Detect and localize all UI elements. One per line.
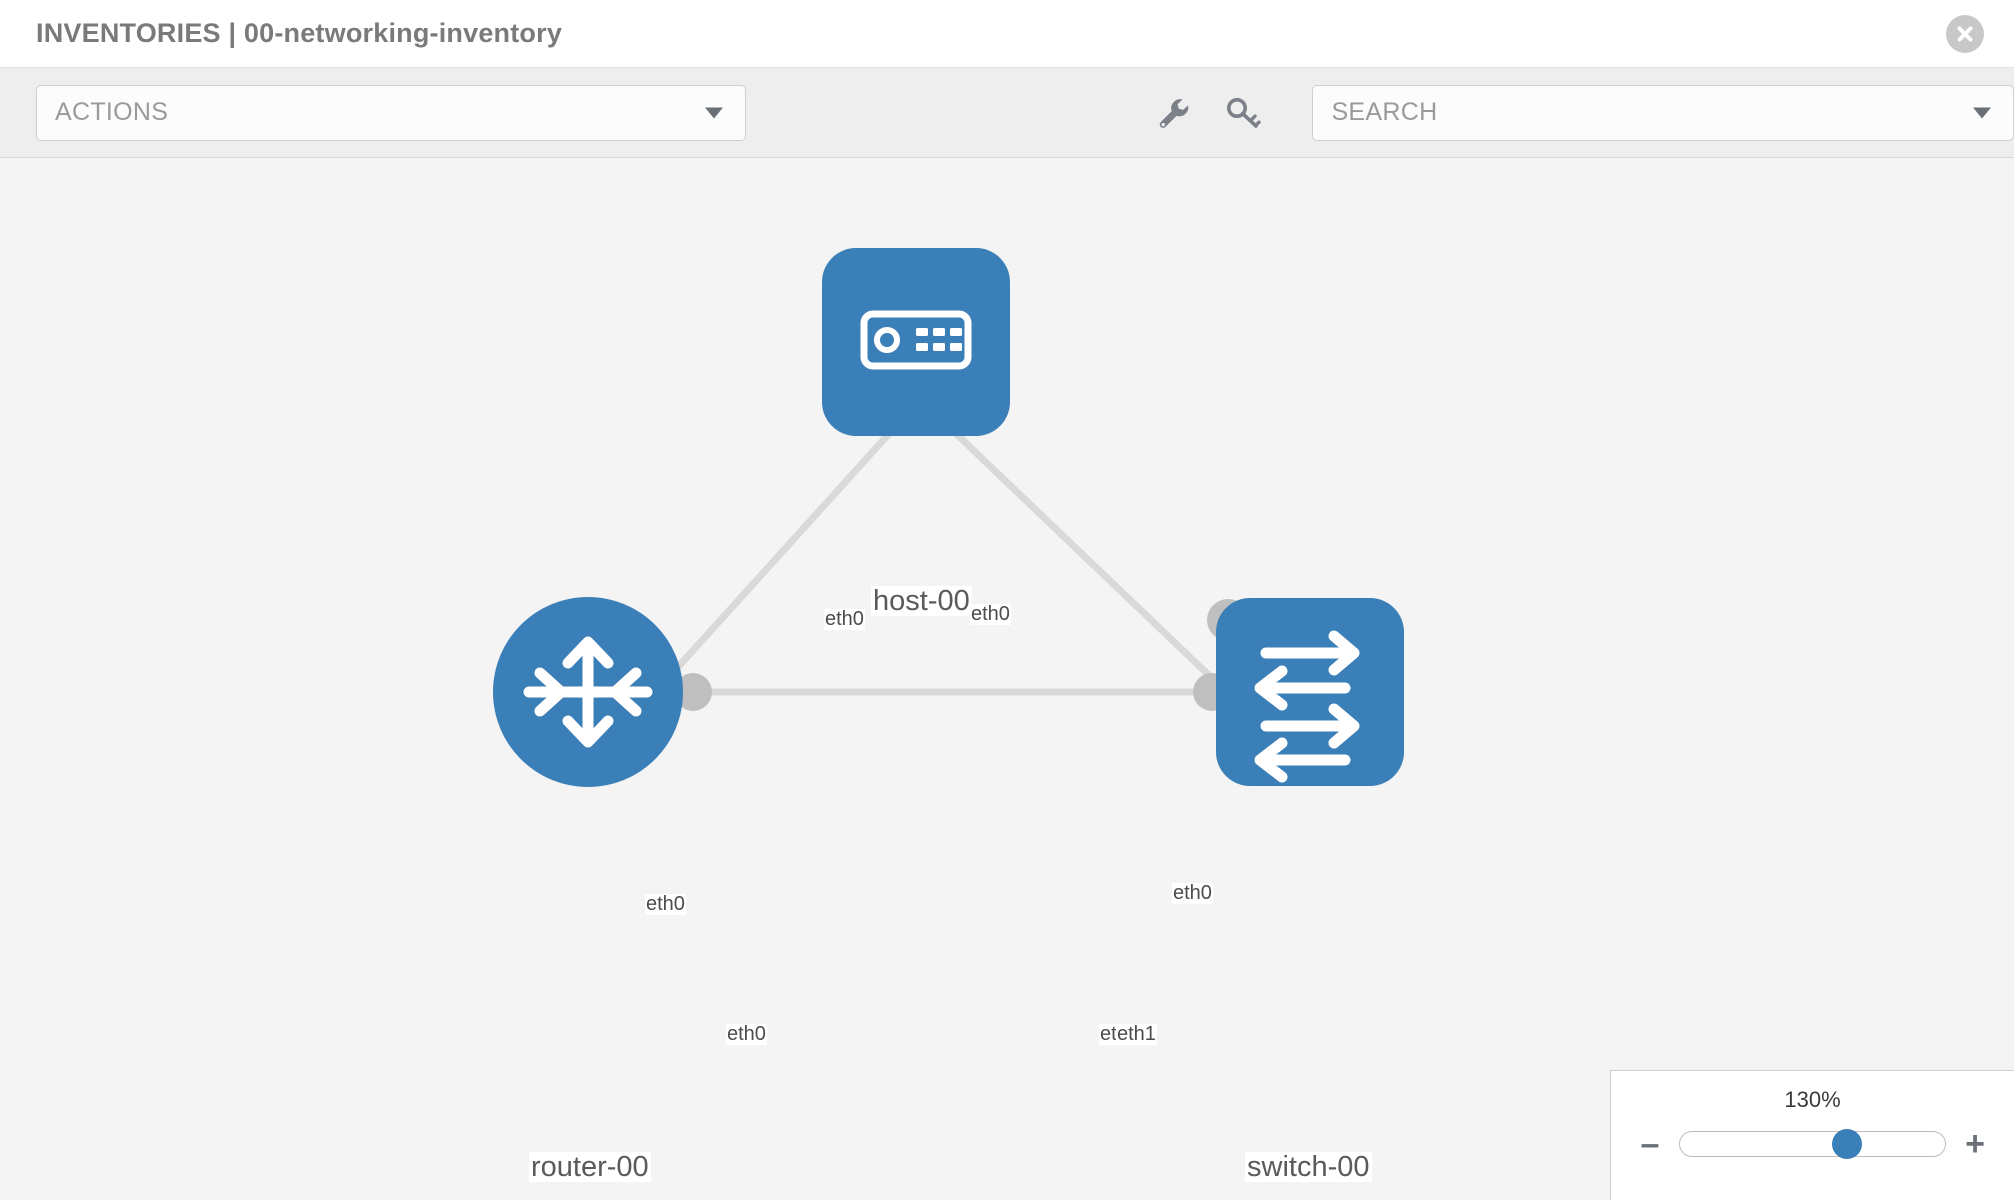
actions-dropdown[interactable]: ACTIONS <box>36 84 747 141</box>
port-label-switch-eth1-left: eth1 <box>1116 1023 1157 1045</box>
toolbar-icon-group <box>1152 92 1264 134</box>
zoom-control: 130% – + <box>1610 1070 2014 1200</box>
node-label-switch-00: switch-00 <box>1245 1151 1372 1183</box>
actions-dropdown-label: ACTIONS <box>55 98 169 126</box>
page-title: INVENTORIES | 00-networking-inventory <box>36 18 563 48</box>
toolbar: ACTIONS SEARCH <box>0 68 2014 158</box>
switch-arrows-icon <box>1254 630 1360 783</box>
topology-canvas[interactable]: host-00 router-00 switch-00 eth0 eth0 et… <box>0 158 2014 1200</box>
topology-graph <box>493 248 1404 787</box>
port-label-host-eth0-left: eth0 <box>824 608 865 630</box>
port-label-router-eth0-right: eth0 <box>726 1023 767 1045</box>
link-host-router <box>647 423 899 701</box>
port-label-switch-eth0-up: eth0 <box>1172 882 1213 904</box>
node-switch-00[interactable] <box>1216 598 1404 786</box>
zoom-in-button[interactable]: + <box>1965 1125 1985 1163</box>
port-label-host-eth0-right: eth0 <box>970 603 1011 625</box>
zoom-slider-thumb[interactable] <box>1831 1129 1862 1159</box>
close-icon[interactable] <box>1946 14 1984 53</box>
zoom-percent-label: 130% <box>1784 1087 1841 1112</box>
node-label-host-00: host-00 <box>871 585 972 617</box>
zoom-slider-track[interactable] <box>1679 1129 1946 1159</box>
node-host-00[interactable] <box>822 248 1010 436</box>
router-arrows-icon <box>523 636 653 748</box>
node-router-00[interactable] <box>493 597 683 787</box>
server-icon <box>860 310 972 370</box>
wrench-icon[interactable] <box>1152 92 1194 134</box>
zoom-out-button[interactable]: – <box>1640 1125 1660 1163</box>
search-dropdown[interactable]: SEARCH <box>1312 84 2014 141</box>
chevron-down-icon <box>705 107 724 118</box>
node-label-router-00: router-00 <box>529 1151 651 1183</box>
window-header: INVENTORIES | 00-networking-inventory <box>0 0 2014 68</box>
chevron-down-icon <box>1973 107 1991 118</box>
key-icon[interactable] <box>1222 92 1264 134</box>
link-host-switch <box>945 423 1241 706</box>
search-input[interactable]: SEARCH <box>1331 98 1438 126</box>
port-label-router-eth0-up: eth0 <box>645 893 686 915</box>
